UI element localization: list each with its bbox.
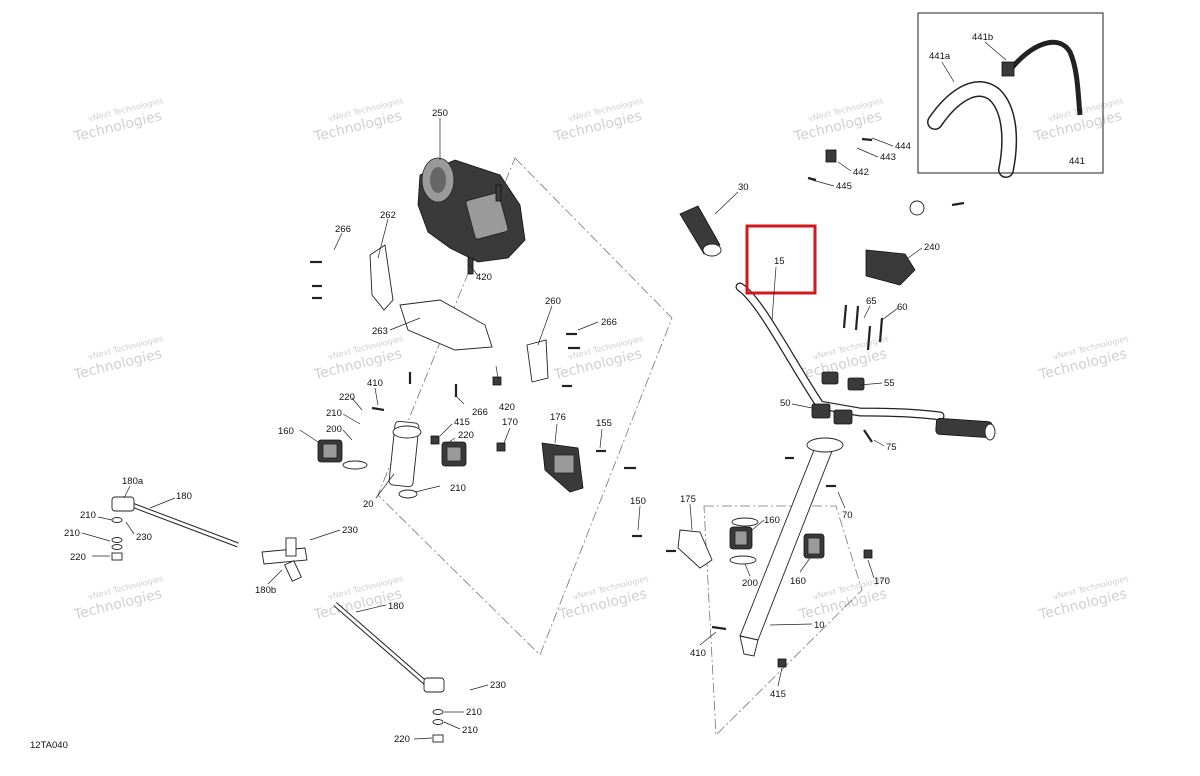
leader-lines [81,41,1007,740]
callout-label: 443 [880,152,896,163]
callout-label: 442 [853,167,869,178]
callout-label: 230 [490,680,506,691]
strap-441b [1008,39,1083,116]
handlebar-clamps [811,371,865,425]
ring-200-lower-top [731,517,759,527]
callout-label: 441a [929,51,951,62]
callout-label: 263 [372,326,388,337]
steering-column [739,437,844,657]
callout-label: 220 [394,734,410,745]
callout-label: 210 [450,483,466,494]
callout-label: 180b [255,585,276,596]
callout-label: 200 [742,578,758,589]
lower-column-phantom-outline [703,505,863,736]
callout-label: 210 [326,408,342,419]
callout-label: 250 [432,108,448,119]
callout-label: 420 [499,402,515,413]
callout-label: 210 [80,510,96,521]
callout-label: 180 [388,601,404,612]
callout-label: 180a [122,476,144,487]
callout-label: 200 [326,424,342,435]
callout-label: 410 [367,378,383,389]
callout-label: 150 [630,496,646,507]
ring-200-lower [729,555,757,565]
parts-layer [111,39,1083,743]
callout-label: 420 [476,272,492,283]
strap-buckle [1001,61,1015,77]
callout-label: 155 [596,418,612,429]
callout-label: 445 [836,181,852,192]
bushing-lower-b [803,533,825,559]
callout-label: 160 [764,515,780,526]
callout-label: 65 [866,296,877,307]
clamp-ring [909,200,925,216]
callout-label: 230 [342,525,358,536]
callout-label: 260 [545,296,561,307]
callout-label: 210 [64,528,80,539]
highlight-box[interactable] [745,224,817,295]
callout-label: 220 [70,552,86,563]
callout-label: 50 [780,398,791,409]
callout-label: 180 [176,491,192,502]
right-mount-bracket [526,339,549,383]
callout-label: 262 [380,210,396,221]
callout-label: 441 [1069,156,1085,167]
callout-label: 160 [278,426,294,437]
callout-label: 160 [790,576,806,587]
right-grip [935,417,996,441]
callout-label: 210 [462,725,478,736]
callout-label: 444 [895,141,911,152]
callout-label: 220 [339,392,355,403]
callout-label: 210 [466,707,482,718]
bushing-mid [441,441,467,467]
callout-label: 55 [884,378,895,389]
callout-label: 441b [972,32,993,43]
callout-label: 170 [874,576,890,587]
left-mount-bracket [369,244,394,311]
callout-label: 220 [458,430,474,441]
callout-label: 266 [601,317,617,328]
callout-label: 10 [814,620,825,631]
callout-label: 230 [136,532,152,543]
callout-label: 415 [770,689,786,700]
washers-and-nuts [111,376,873,743]
tie-rod-lower [333,602,445,693]
ring-200-upper [342,460,368,470]
column-housing [388,420,422,499]
bolts [310,137,965,631]
bushing-176 [541,442,584,493]
throttle-housing [865,249,916,286]
callout-labels: 250 262 266 420 263 260 266 420 266 410 … [64,32,1085,745]
callout-label: 60 [897,302,908,313]
callout-label: 176 [550,412,566,423]
column-support-plate [677,529,713,569]
power-steering-unit [417,157,526,275]
bushing-left [317,439,343,463]
callout-label: 175 [680,494,696,505]
callout-label: 170 [502,417,518,428]
left-grip [679,205,722,257]
center-link [261,537,308,582]
bushing-lower-a [729,526,753,550]
callout-label: 266 [472,407,488,418]
diagram-code: 12TA040 [30,740,68,751]
phantom-outline-group [377,157,863,736]
callout-label: 30 [738,182,749,193]
callout-label: 70 [842,510,853,521]
callout-label: 75 [886,442,897,453]
callout-label: 240 [924,242,940,253]
lower-mount-plate [399,299,493,351]
callout-label: 415 [454,417,470,428]
steering-column-phantom-outline [377,157,673,656]
callout-label: 410 [690,648,706,659]
callout-label: 20 [363,499,374,510]
callout-label-highlighted: 15 [774,256,785,267]
detail-inset-frame [917,12,1104,174]
tie-rod-upper [111,496,239,548]
callout-label: 266 [335,224,351,235]
clip-442 [825,149,837,163]
